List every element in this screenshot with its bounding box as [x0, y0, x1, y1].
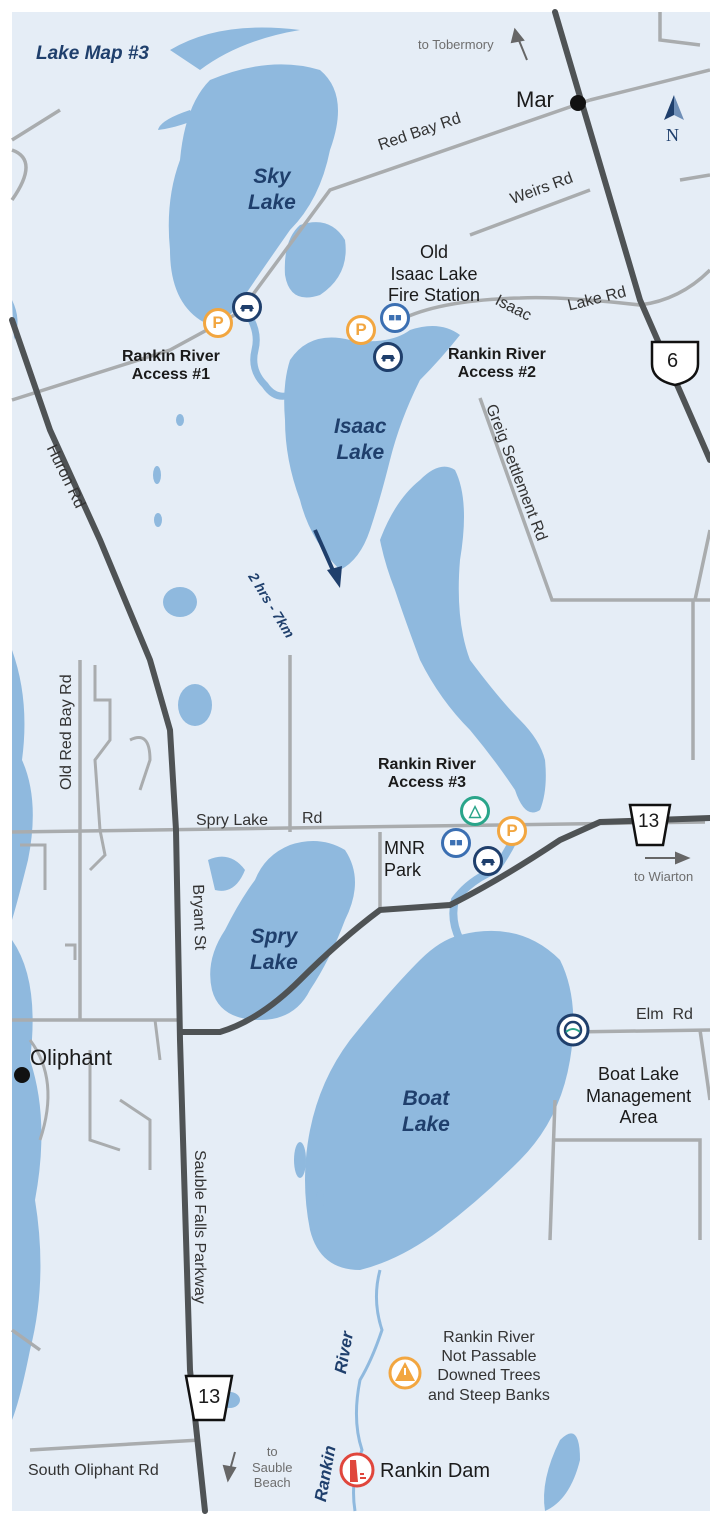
access3-label: Rankin River Access #3: [378, 756, 476, 793]
to-wiarton-label: to Wiarton: [634, 869, 694, 884]
sky-lake-label-2: Lake: [248, 191, 296, 215]
warning-label-3: Downed Trees: [437, 1367, 541, 1385]
boat-mgmt-label: Boat Lake Management Area: [586, 1064, 691, 1129]
boat-lake-label-1: Boat: [402, 1087, 450, 1110]
map-title: Lake Map #3: [36, 43, 149, 64]
mnr-park-label: MNR Park: [384, 838, 425, 881]
isaac-lake-label: Isaac Lake: [334, 414, 387, 467]
access2-label-1: Rankin River: [448, 346, 546, 363]
dam-icon: [339, 1452, 375, 1488]
spry-lake-rd-label-1: Spry Lake: [196, 812, 269, 829]
to-sauble-label-1: to: [266, 1444, 278, 1459]
north-label: N: [666, 125, 679, 145]
boat-launch-icon-access2: [373, 342, 403, 372]
access1-label-1: Rankin River: [122, 348, 220, 365]
hwy6-shield: [650, 340, 700, 387]
mar-label: Mar: [516, 87, 554, 112]
boat-lake-label-2: Lake: [402, 1113, 450, 1137]
warning-label-1: Rankin River: [443, 1329, 535, 1346]
to-sauble-label: to Sauble Beach: [252, 1444, 292, 1491]
bryant-st-label: Bryant St: [189, 884, 209, 951]
land-area: [12, 12, 710, 1511]
spry-lake-rd-label-2: Rd: [302, 810, 323, 827]
to-sauble-label-3: Beach: [253, 1475, 291, 1491]
rankin-dam-label: Rankin Dam: [380, 1460, 491, 1482]
parking-icon-access2: P: [346, 315, 376, 345]
hwy13-south-shield: [184, 1374, 234, 1422]
isaac-lake-label-2: Lake: [336, 441, 385, 465]
boat-launch-icon-access1: [232, 292, 262, 322]
picnic-icon: △: [460, 796, 490, 826]
sky-lake-label-1: Sky: [253, 165, 291, 188]
hwy13-east-label: 13: [638, 811, 660, 832]
mnr-park-label-1: MNR: [384, 838, 425, 858]
washroom-icon-access2: ■■: [380, 303, 410, 333]
boat-lake: [305, 930, 574, 1270]
warning-label-2: Not Passable: [441, 1348, 537, 1366]
old-red-bay-rd-label: Old Red Bay Rd: [58, 674, 75, 790]
elm-rd-label: Elm Rd: [636, 1006, 693, 1023]
isaac-lake-label-1: Isaac: [334, 415, 387, 438]
to-tobermory-label: to Tobermory: [418, 37, 494, 52]
fire-station-label: Old Isaac Lake Fire Station: [388, 242, 480, 307]
mnr-park-label-2: Park: [384, 859, 422, 880]
boat-lake-label: Boat Lake: [402, 1086, 450, 1139]
paddle-arrow: [313, 529, 342, 588]
direction-arrows: [222, 27, 691, 1483]
boat-launch-icon-access3: [473, 846, 503, 876]
management-icon: [556, 1013, 590, 1047]
access1-label: Rankin River Access #1: [122, 348, 220, 385]
fire-station-label-3: Fire Station: [388, 285, 481, 306]
hwy13-east-shield: [628, 803, 672, 847]
parking-icon-access1: P: [203, 308, 233, 338]
rankin-river-upper: [242, 307, 292, 400]
boat-mgmt-label-1: Boat Lake: [598, 1064, 680, 1084]
spry-lake-label-2: Lake: [250, 951, 298, 975]
access3-label-2: Access #3: [387, 774, 467, 792]
warning-icon: [388, 1356, 422, 1390]
boat-mgmt-label-3: Area: [619, 1107, 658, 1128]
oliphant-dot: [14, 1067, 30, 1083]
to-sauble-label-2: Sauble: [252, 1459, 293, 1475]
mar-dot: [570, 95, 586, 111]
small-lake: [284, 222, 346, 298]
warning-label-4: and Steep Banks: [428, 1386, 550, 1404]
north-arrow: [664, 95, 684, 120]
spry-lake-label-1: Spry: [250, 925, 298, 948]
hwy6-label: 6: [667, 350, 679, 372]
access2-label-2: Access #2: [457, 364, 537, 382]
south-oliphant-rd-label: South Oliphant Rd: [28, 1462, 159, 1479]
local-roads: [10, 12, 710, 1452]
parking-icon-access3: P: [497, 816, 527, 846]
subdivision-roads: [20, 665, 162, 1170]
washroom-icon-access3: ■■: [441, 828, 471, 858]
sky-lake: [168, 64, 338, 324]
access1-label-2: Access #1: [131, 366, 211, 384]
spry-lake: [210, 841, 355, 1020]
oliphant-label: Oliphant: [30, 1045, 112, 1070]
left-shore-water: [12, 300, 42, 1420]
fire-station-label-2: Isaac Lake: [390, 263, 478, 284]
spry-lake-label: Spry Lake: [250, 924, 298, 977]
boat-mgmt-label-2: Management: [586, 1085, 692, 1106]
access2-label: Rankin River Access #2: [448, 346, 546, 383]
access3-label-1: Rankin River: [378, 756, 476, 773]
isaac-lake: [284, 326, 460, 570]
hwy13-south-label: 13: [198, 1386, 221, 1408]
sky-lake-label: Sky Lake: [248, 164, 296, 217]
fire-station-label-1: Old: [420, 242, 449, 262]
warning-label: Rankin River Not Passable Downed Trees a…: [428, 1328, 550, 1405]
sauble-falls-label: Sauble Falls Parkway: [191, 1150, 208, 1304]
